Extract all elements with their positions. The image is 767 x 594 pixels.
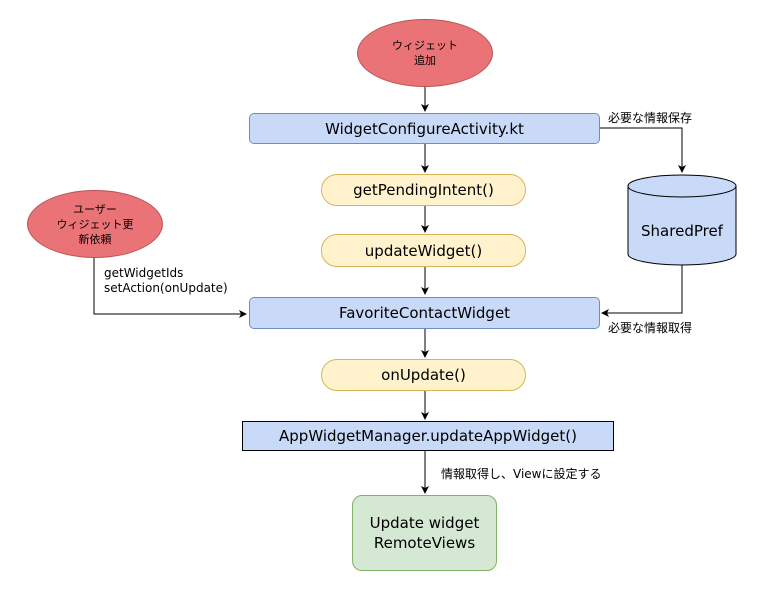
user-actions-label: getWidgetIds setAction(onUpdate) xyxy=(104,266,228,295)
remote-views-node: Update widget RemoteViews xyxy=(352,495,497,571)
edge-user-to-favorite xyxy=(93,258,247,318)
configure-activity-node: WidgetConfigureActivity.kt xyxy=(249,113,600,144)
user-update-request-node: ユーザー ウィジェット更 新依頼 xyxy=(27,190,163,258)
favorite-contact-widget-node: FavoriteContactWidget xyxy=(249,297,600,329)
edge-configure-to-sharedpref xyxy=(600,127,686,173)
app-widget-manager-node: AppWidgetManager.updateAppWidget() xyxy=(242,421,614,451)
get-info-label: 必要な情報取得 xyxy=(608,321,693,335)
sharedpref-label: SharedPref xyxy=(641,222,723,240)
sharedpref-cylinder xyxy=(627,174,737,266)
set-view-label: 情報取得し、Viewに設定する xyxy=(441,467,602,481)
update-widget-node: updateWidget() xyxy=(321,234,526,267)
edge-sharedpref-to-favorite xyxy=(601,264,683,317)
on-update-node: onUpdate() xyxy=(321,359,526,391)
get-pending-intent-node: getPendingIntent() xyxy=(321,174,526,206)
widget-add-node: ウィジェット 追加 xyxy=(357,19,493,87)
save-info-label: 必要な情報保存 xyxy=(608,111,693,125)
